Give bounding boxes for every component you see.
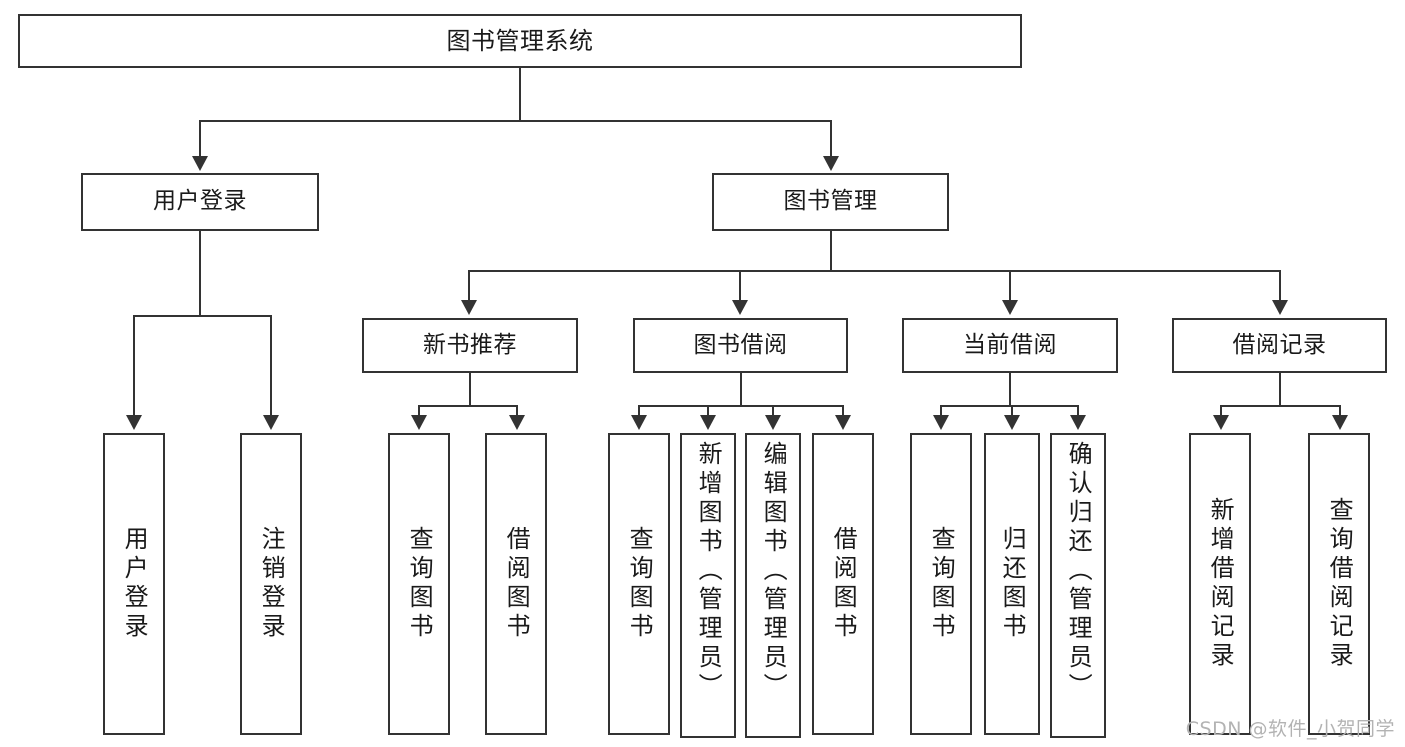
csdn-watermark: CSDN @软件_小贺同学 xyxy=(1185,718,1395,740)
connector-root-to-book-management xyxy=(830,120,832,158)
arrow-root-to-book-management xyxy=(823,156,839,171)
node-label: 新书推荐 xyxy=(423,331,517,358)
node-label: 用户登录 xyxy=(153,188,247,215)
arrow-borrow-to-leaf-2 xyxy=(700,415,716,430)
arrow-current-to-leaf-2 xyxy=(1004,415,1020,430)
arrow-root-to-user-login xyxy=(192,156,208,171)
connector-borrow-to-leaf-2 xyxy=(707,405,709,417)
connector-current-to-leaf-3 xyxy=(1077,405,1079,417)
node-new-book-recommend[interactable]: 新书推荐 xyxy=(362,318,578,373)
leaf-query-borrow-record[interactable]: 查询借阅记录 xyxy=(1308,433,1370,735)
connector-user-login-to-leaf-1 xyxy=(133,315,135,417)
node-book-management[interactable]: 图书管理 xyxy=(712,173,949,231)
node-label: 图书管理 xyxy=(783,188,878,215)
connector-root-to-user-login xyxy=(199,120,201,158)
connector-recommend-bar xyxy=(418,405,518,407)
arrow-borrow-to-leaf-1 xyxy=(631,415,647,430)
connector-user-login-bar xyxy=(133,315,272,317)
leaf-add-borrow-record[interactable]: 新增借阅记录 xyxy=(1189,433,1251,735)
leaf-label: 新增借阅记录 xyxy=(1206,497,1235,671)
arrow-record-to-leaf-2 xyxy=(1332,415,1348,430)
connector-recommend-to-leaf-2 xyxy=(516,405,518,417)
connector-current-bar xyxy=(940,405,1079,407)
arrow-bm-to-recommend xyxy=(461,300,477,315)
connector-bm-to-borrow xyxy=(739,270,741,301)
leaf-label: 查询图书 xyxy=(927,526,956,642)
connector-user-login-stem xyxy=(199,231,201,316)
connector-record-to-leaf-1 xyxy=(1220,405,1222,417)
node-user-login[interactable]: 用户登录 xyxy=(81,173,319,231)
leaf-label: 查询借阅记录 xyxy=(1325,497,1354,671)
connector-book-management-bar xyxy=(468,270,1280,272)
leaf-label: 注销登录 xyxy=(257,526,286,642)
connector-bm-to-record xyxy=(1279,270,1281,301)
connector-current-to-leaf-2 xyxy=(1011,405,1013,417)
connector-book-management-stem xyxy=(830,231,832,272)
connector-record-stem xyxy=(1279,373,1281,407)
arrow-current-to-leaf-1 xyxy=(933,415,949,430)
leaf-label: 借阅图书 xyxy=(829,526,858,642)
connector-bm-to-current xyxy=(1009,270,1011,301)
leaf-borrow-book-recommend[interactable]: 借阅图书 xyxy=(485,433,547,735)
arrow-bm-to-record xyxy=(1272,300,1288,315)
connector-user-login-to-leaf-2 xyxy=(270,315,272,417)
connector-record-to-leaf-2 xyxy=(1339,405,1341,417)
connector-bm-to-recommend xyxy=(468,270,470,301)
arrow-recommend-to-leaf-1 xyxy=(411,415,427,430)
leaf-query-book-recommend[interactable]: 查询图书 xyxy=(388,433,450,735)
node-current-borrow[interactable]: 当前借阅 xyxy=(902,318,1118,373)
leaf-label: 确认归还（管理员） xyxy=(1064,441,1093,702)
arrow-borrow-to-leaf-4 xyxy=(835,415,851,430)
leaf-label: 编辑图书（管理员） xyxy=(759,441,788,702)
arrow-record-to-leaf-1 xyxy=(1213,415,1229,430)
leaf-label: 归还图书 xyxy=(998,526,1027,642)
leaf-logout[interactable]: 注销登录 xyxy=(240,433,302,735)
connector-borrow-stem xyxy=(740,373,742,407)
leaf-label: 查询图书 xyxy=(625,526,654,642)
arrow-user-login-to-leaf-2 xyxy=(263,415,279,430)
connector-record-bar xyxy=(1220,405,1339,407)
arrow-bm-to-current xyxy=(1002,300,1018,315)
leaf-label: 用户登录 xyxy=(120,526,149,642)
leaf-return-book[interactable]: 归还图书 xyxy=(984,433,1040,735)
leaf-label: 查询图书 xyxy=(405,526,434,642)
leaf-label: 借阅图书 xyxy=(502,526,531,642)
connector-root-stem xyxy=(519,68,521,120)
arrow-bm-to-borrow xyxy=(732,300,748,315)
connector-borrow-to-leaf-1 xyxy=(638,405,640,417)
connector-root-bar xyxy=(199,120,831,122)
node-root-library-system[interactable]: 图书管理系统 xyxy=(18,14,1022,68)
connector-current-stem xyxy=(1009,373,1011,407)
leaf-borrow-book[interactable]: 借阅图书 xyxy=(812,433,874,735)
leaf-query-book-borrow[interactable]: 查询图书 xyxy=(608,433,670,735)
node-label: 当前借阅 xyxy=(963,331,1057,358)
node-book-borrow[interactable]: 图书借阅 xyxy=(633,318,848,373)
leaf-confirm-return-admin[interactable]: 确认归还（管理员） xyxy=(1050,433,1106,738)
leaf-edit-book-admin[interactable]: 编辑图书（管理员） xyxy=(745,433,801,738)
arrow-borrow-to-leaf-3 xyxy=(765,415,781,430)
leaf-label: 新增图书（管理员） xyxy=(694,441,723,702)
node-label: 图书管理系统 xyxy=(446,26,594,55)
connector-borrow-to-leaf-3 xyxy=(772,405,774,417)
arrow-current-to-leaf-3 xyxy=(1070,415,1086,430)
arrow-recommend-to-leaf-2 xyxy=(509,415,525,430)
node-label: 借阅记录 xyxy=(1232,331,1327,358)
connector-current-to-leaf-1 xyxy=(940,405,942,417)
leaf-add-book-admin[interactable]: 新增图书（管理员） xyxy=(680,433,736,738)
node-borrow-record[interactable]: 借阅记录 xyxy=(1172,318,1387,373)
arrow-user-login-to-leaf-1 xyxy=(126,415,142,430)
connector-recommend-to-leaf-1 xyxy=(418,405,420,417)
node-label: 图书借阅 xyxy=(693,331,788,358)
leaf-query-book-current[interactable]: 查询图书 xyxy=(910,433,972,735)
connector-borrow-bar xyxy=(638,405,843,407)
connector-borrow-to-leaf-4 xyxy=(842,405,844,417)
leaf-user-login[interactable]: 用户登录 xyxy=(103,433,165,735)
connector-recommend-stem xyxy=(469,373,471,407)
